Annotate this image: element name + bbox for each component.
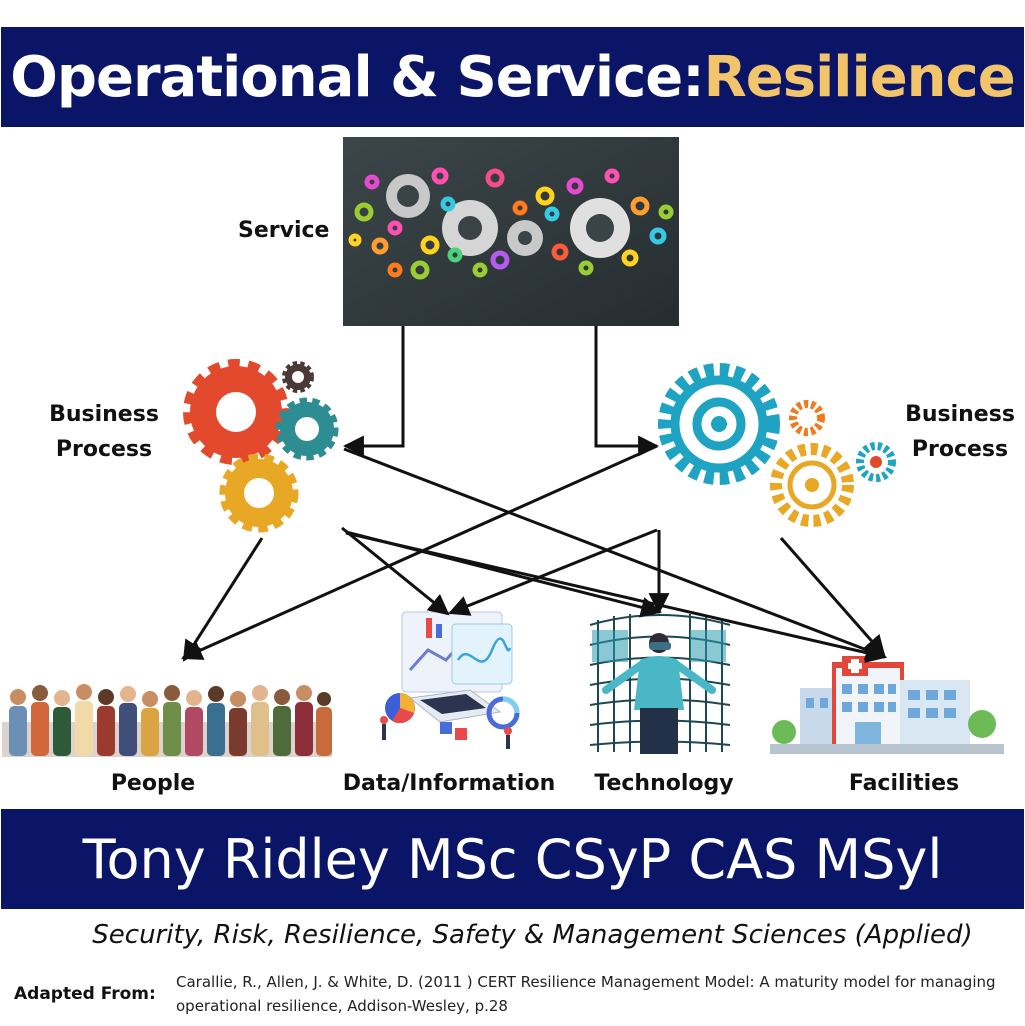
arrow-bp-left-to-facilities-2	[345, 531, 888, 663]
arrow-bp-left-to-people	[182, 537, 264, 662]
arrow-service-to-bp-right	[594, 326, 660, 457]
data-information-label: Data/Information	[342, 771, 556, 796]
relationship-arrows	[181, 326, 888, 663]
title-main: Operational & Service:	[10, 44, 704, 110]
arrow-service-to-bp-left	[342, 326, 405, 457]
business-process-left-label: Business Process	[49, 402, 159, 462]
business-process-gears-right	[658, 363, 896, 527]
data-information-illustration	[380, 611, 520, 749]
people-label: People	[110, 771, 196, 796]
arrow-bp-left-to-facilities	[343, 447, 887, 661]
technology-illustration	[587, 614, 733, 755]
business-process-right-label: Business Process	[905, 402, 1015, 462]
citation: Carallie, R., Allen, J. & White, D. (201…	[176, 973, 996, 1015]
business-process-gears-left	[183, 359, 339, 533]
title-banner	[1, 27, 1024, 127]
service-gears-image	[343, 137, 679, 326]
facilities-label: Facilities	[848, 771, 960, 796]
service-label: Service	[238, 218, 330, 243]
page-title: Operational & Service: Resilience	[0, 27, 1025, 127]
title-accent: Resilience	[703, 44, 1016, 110]
adapted-from-label: Adapted From:	[14, 984, 156, 1004]
arrow-bp-right-to-data	[448, 528, 658, 616]
arrow-bp-left-to-data	[341, 526, 450, 616]
technology-label: Technology	[594, 771, 734, 796]
subtitle: Security, Risk, Resilience, Safety & Man…	[92, 920, 973, 950]
facilities-illustration	[770, 656, 1004, 754]
author-banner	[1, 809, 1024, 909]
arrow-bp-right-to-facilities	[779, 537, 886, 657]
people-illustration	[2, 684, 332, 757]
author-name: Tony Ridley MSc CSyP CAS MSyl	[82, 827, 943, 891]
